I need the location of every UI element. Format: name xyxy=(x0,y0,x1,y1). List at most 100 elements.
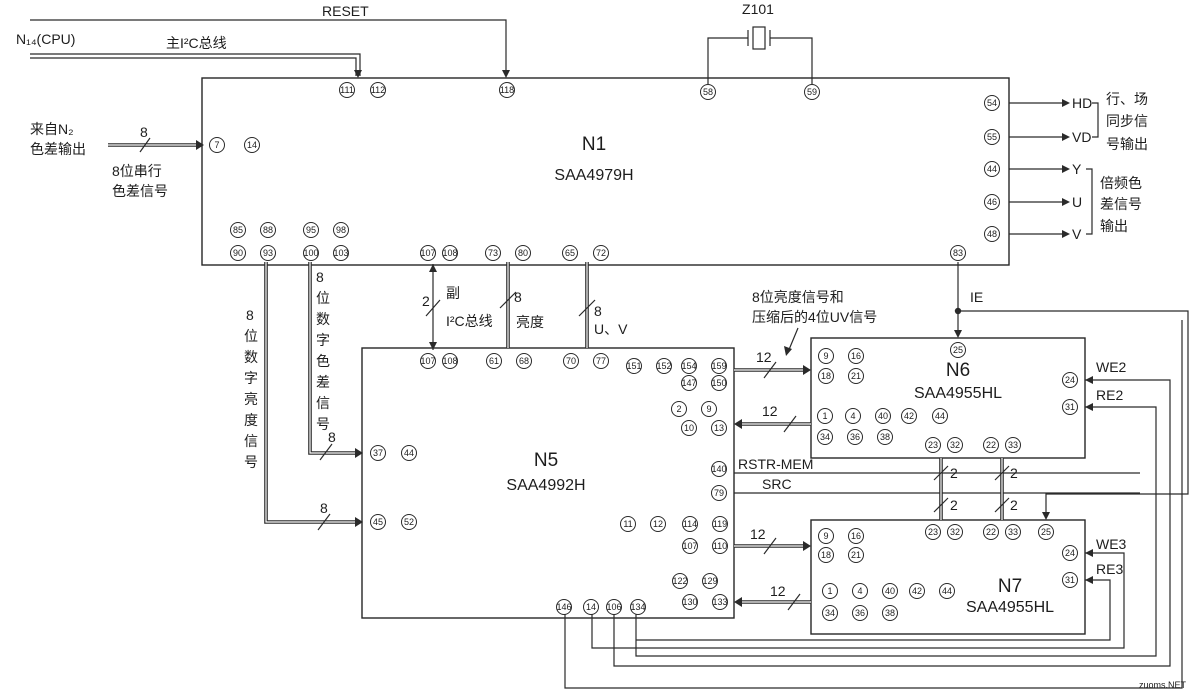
svg-text:95: 95 xyxy=(306,225,316,235)
pin: 80 xyxy=(515,245,531,261)
n14-cpu-label: N₁₄(CPU) xyxy=(16,31,75,47)
svg-text:18: 18 xyxy=(821,371,831,381)
svg-text:107: 107 xyxy=(682,541,697,551)
from-n2-label-1: 来自N₂ xyxy=(30,121,74,137)
chip-n7-part: SAA4955HL xyxy=(966,599,1054,616)
pin: 9 xyxy=(818,348,834,364)
svg-text:108: 108 xyxy=(442,356,457,366)
svg-text:48: 48 xyxy=(987,229,997,239)
link-2-b-slash-2 xyxy=(994,497,1010,513)
crystal-wire-left xyxy=(707,37,748,84)
svg-text:118: 118 xyxy=(500,85,514,95)
chip-n6-part: SAA4955HL xyxy=(914,385,1002,402)
chip-n5-box xyxy=(361,347,735,619)
pin: 119 xyxy=(712,516,728,532)
v-luma-char: 字 xyxy=(244,370,258,386)
svg-text:25: 25 xyxy=(953,345,963,355)
ie-label: IE xyxy=(970,289,983,305)
pin: 16 xyxy=(848,528,864,544)
luma-bus-slash xyxy=(499,291,517,309)
annot-label-1: 8位亮度信号和 xyxy=(752,289,844,305)
svg-text:36: 36 xyxy=(855,608,865,618)
svg-text:88: 88 xyxy=(263,225,273,235)
ie-wire-n7 xyxy=(958,310,1189,518)
svg-text:45: 45 xyxy=(373,517,383,527)
svg-text:90: 90 xyxy=(233,248,243,258)
svg-text:59: 59 xyxy=(807,87,817,97)
pin: 65 xyxy=(562,245,578,261)
svg-text:133: 133 xyxy=(712,597,727,607)
svg-text:52: 52 xyxy=(404,517,414,527)
pin: 9 xyxy=(701,401,717,417)
pin: 107 xyxy=(420,353,436,369)
pin: 106 xyxy=(606,599,622,615)
pin: 32 xyxy=(947,524,963,540)
sub-i2c-label-1: 副 xyxy=(446,285,460,301)
svg-text:150: 150 xyxy=(711,378,726,388)
svg-text:77: 77 xyxy=(596,356,606,366)
svg-text:34: 34 xyxy=(825,608,835,618)
pin: 34 xyxy=(817,429,833,445)
digital-chroma-vertical-label: 8 位 数 字 色 差 信 号 xyxy=(316,269,330,432)
v-luma-char: 位 xyxy=(244,328,258,344)
reset-wire xyxy=(30,19,507,76)
svg-text:14: 14 xyxy=(586,602,596,612)
digital-luma-arrow xyxy=(355,517,363,527)
ie-arrow-n7 xyxy=(1042,512,1050,520)
crystal-label: Z101 xyxy=(742,1,774,17)
v-label: V xyxy=(1072,226,1082,242)
link-12-3-arrow xyxy=(803,541,811,551)
svg-text:79: 79 xyxy=(714,488,724,498)
svg-text:7: 7 xyxy=(214,140,219,150)
i2c-main-wire-1 xyxy=(30,53,361,76)
pin: 88 xyxy=(260,222,276,238)
pin: 59 xyxy=(804,84,820,100)
svg-text:16: 16 xyxy=(851,351,861,361)
svg-text:9: 9 xyxy=(706,404,711,414)
pin: 100 xyxy=(303,245,319,261)
sync-bracket xyxy=(1092,102,1099,138)
sub-i2c-slash xyxy=(425,299,441,317)
svg-text:111: 111 xyxy=(340,85,354,95)
v-chroma-char: 数 xyxy=(316,311,330,327)
reset-label: RESET xyxy=(322,3,369,19)
pin: 45 xyxy=(370,514,386,530)
pin: 16 xyxy=(848,348,864,364)
y-label: Y xyxy=(1072,161,1082,177)
pin: 58 xyxy=(700,84,716,100)
pin: 36 xyxy=(847,429,863,445)
svg-text:44: 44 xyxy=(935,411,945,421)
pin: 79 xyxy=(711,485,727,501)
chip-n6-box xyxy=(810,337,1086,459)
svg-text:40: 40 xyxy=(885,586,895,596)
link-12-1-slash xyxy=(763,361,777,379)
pin: 55 xyxy=(984,129,1000,145)
pin: 25 xyxy=(950,342,966,358)
pin: 32 xyxy=(947,437,963,453)
svg-text:25: 25 xyxy=(1041,527,1051,537)
svg-text:140: 140 xyxy=(711,464,726,474)
svg-text:98: 98 xyxy=(336,225,346,235)
svg-text:159: 159 xyxy=(711,361,726,371)
pin: 7 xyxy=(209,137,225,153)
pin: 122 xyxy=(672,573,688,589)
re3-arrow xyxy=(1085,576,1093,584)
pin: 23 xyxy=(925,524,941,540)
svg-text:106: 106 xyxy=(606,602,621,612)
svg-text:130: 130 xyxy=(682,597,697,607)
svg-text:42: 42 xyxy=(912,586,922,596)
v-chroma-char: 差 xyxy=(316,374,330,390)
vd-label: VD xyxy=(1072,129,1091,145)
svg-text:22: 22 xyxy=(986,440,996,450)
hd-label: HD xyxy=(1072,95,1092,111)
svg-text:154: 154 xyxy=(681,361,696,371)
pin: 18 xyxy=(818,547,834,563)
pin: 73 xyxy=(485,245,501,261)
pin: 70 xyxy=(563,353,579,369)
pin: 4 xyxy=(845,408,861,424)
we3-arrow xyxy=(1085,549,1093,557)
svg-text:44: 44 xyxy=(404,448,414,458)
luma-bus-label: 亮度 xyxy=(516,314,544,330)
link-12-2-slash xyxy=(783,415,797,433)
annot-pointer-head xyxy=(784,346,792,356)
